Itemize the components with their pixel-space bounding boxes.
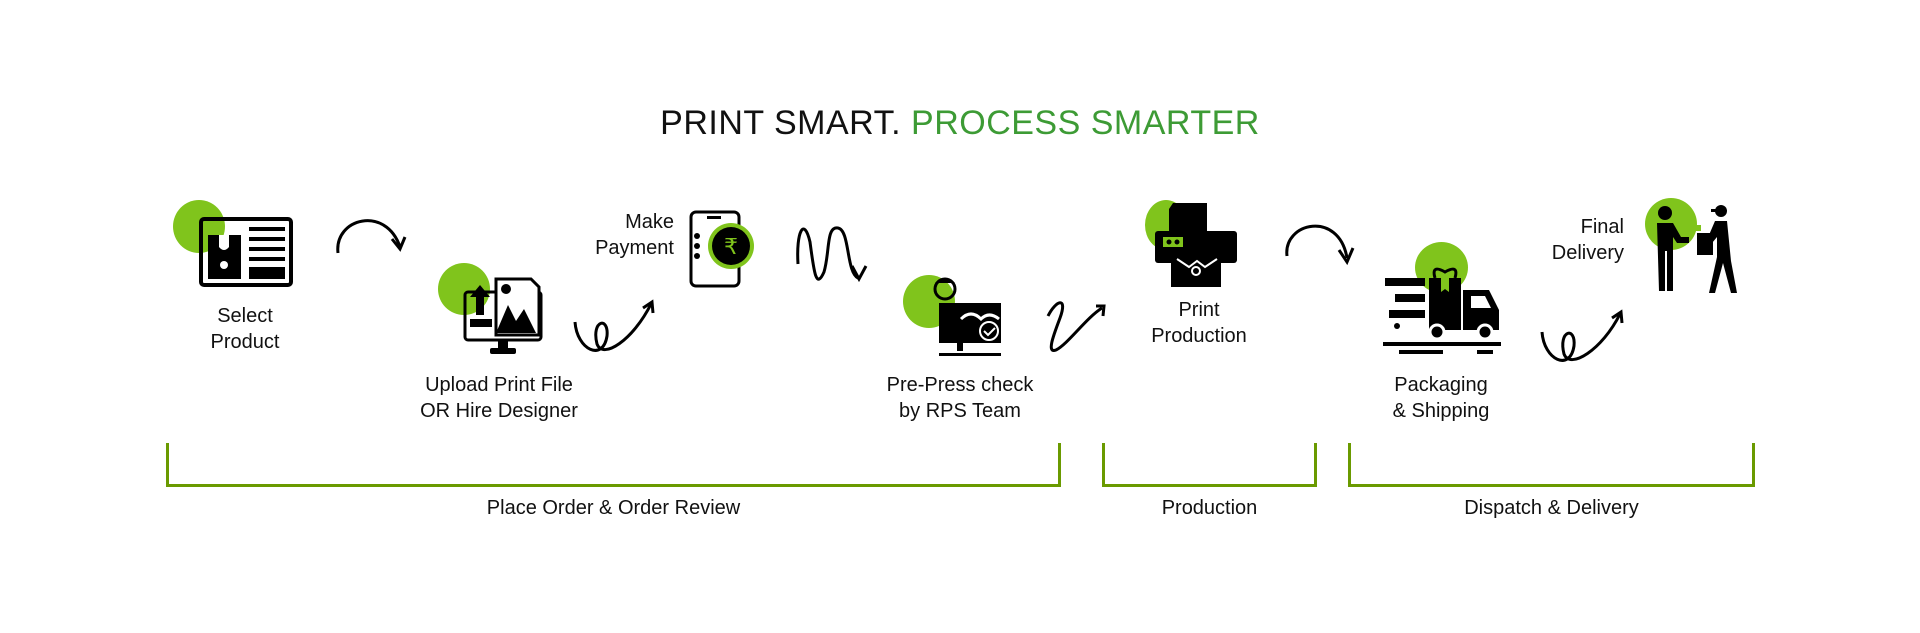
loop-arrow-icon (573, 299, 655, 352)
mobile-rupee-payment-icon: ₹ (689, 210, 754, 288)
zigzag-arrow-icon (1046, 301, 1106, 352)
curved-arrow-icon (336, 219, 407, 254)
step-label-packaging: Packaging& Shipping (1392, 374, 1490, 422)
title-part-1: PRINT SMART. (660, 104, 902, 142)
squiggle-arrow-icon (796, 226, 868, 283)
prepress-check-icon (933, 277, 1001, 356)
handover-delivery-icon (1657, 205, 1737, 293)
phase-label-production: Production (1161, 497, 1258, 519)
curved-arrow-icon (1285, 224, 1355, 266)
title-part-2: PROCESS SMARTER (911, 104, 1260, 142)
loop-arrow-icon (1540, 309, 1624, 362)
phase-label-order: Place Order & Order Review (486, 497, 741, 519)
page-title: PRINT SMART. PROCESS SMARTER (0, 104, 1920, 143)
phase-bracket-production (1102, 443, 1317, 487)
printer-icon (1155, 203, 1237, 287)
phase-bracket-order (166, 443, 1061, 487)
phase-bracket-dispatch (1348, 443, 1755, 487)
phase-label-dispatch: Dispatch & Delivery (1464, 497, 1639, 519)
svg-text:₹: ₹ (724, 235, 738, 260)
product-catalog-icon (199, 217, 293, 287)
upload-file-monitor-icon (463, 277, 543, 354)
delivery-truck-icon (1383, 267, 1501, 354)
